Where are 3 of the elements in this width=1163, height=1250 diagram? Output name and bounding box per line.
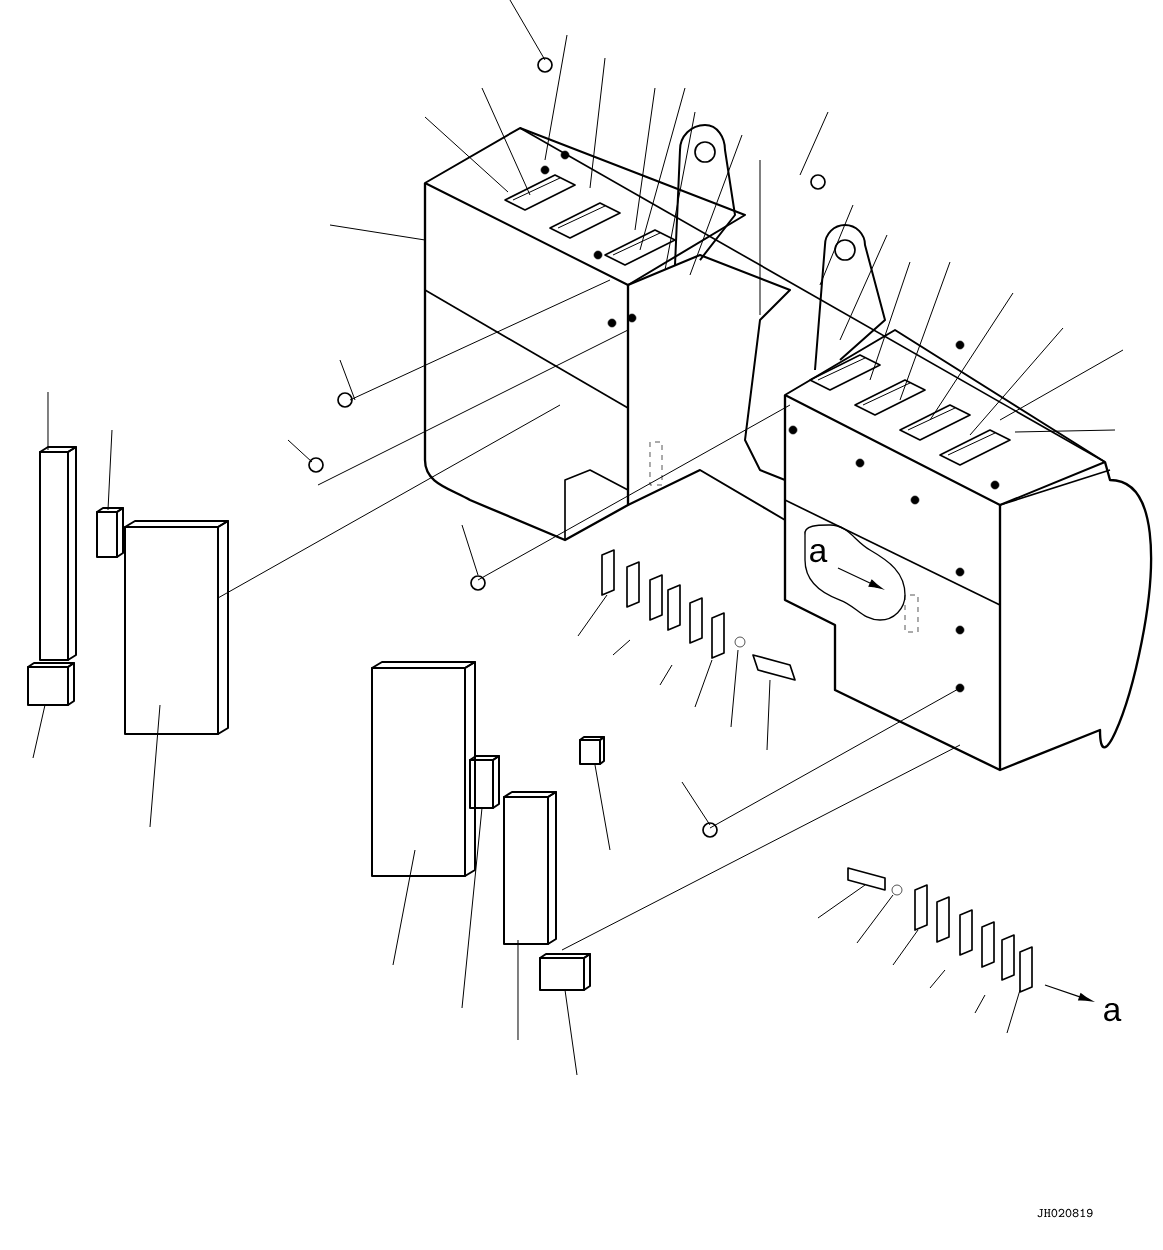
view-label: a [810,543,828,563]
drawing-number: JH020819 [1037,1208,1093,1218]
view-label: a [1104,1002,1122,1022]
